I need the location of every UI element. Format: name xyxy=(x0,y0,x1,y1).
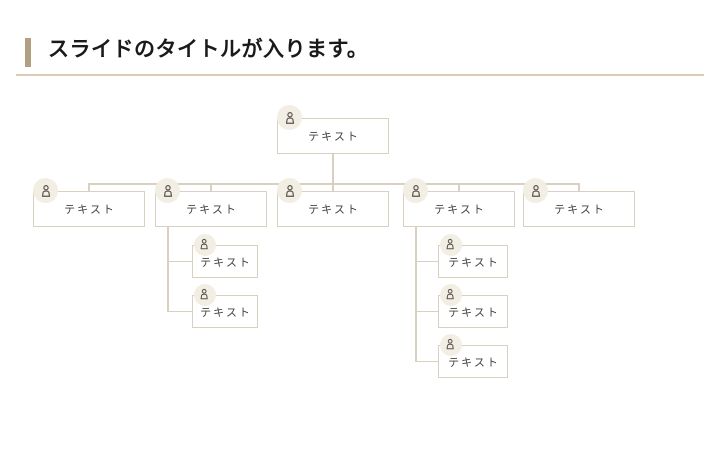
connector-child-drop xyxy=(210,183,212,191)
person-badge xyxy=(523,178,548,203)
org-node-label: テキスト xyxy=(186,204,238,216)
org-node-label: テキスト xyxy=(308,204,360,216)
person-badge xyxy=(439,233,462,256)
org-node-label: テキスト xyxy=(434,204,486,216)
title-accent-bar xyxy=(25,38,31,67)
connector-bus xyxy=(89,183,579,185)
org-node-d3[interactable]: テキスト xyxy=(438,333,508,378)
org-node-label: テキスト xyxy=(448,306,500,319)
person-badge xyxy=(277,178,302,203)
org-node-b3[interactable]: テキスト xyxy=(277,178,389,227)
org-node-root[interactable]: テキスト xyxy=(277,105,389,154)
org-node-b2[interactable]: テキスト xyxy=(155,178,267,227)
person-badge xyxy=(439,333,462,356)
person-icon xyxy=(285,184,294,197)
person-badge xyxy=(193,233,216,256)
connector-stub xyxy=(416,360,438,363)
person-icon xyxy=(163,184,172,197)
person-badge xyxy=(33,178,58,203)
person-icon xyxy=(446,339,455,350)
person-badge xyxy=(403,178,428,203)
connector-parent-drop xyxy=(332,154,334,185)
connector-child-drop xyxy=(88,183,90,191)
org-node-label: テキスト xyxy=(308,131,360,143)
org-node-b4[interactable]: テキスト xyxy=(403,178,515,227)
connector-stub xyxy=(416,260,438,263)
connector-stub xyxy=(168,260,192,263)
org-node-label: テキスト xyxy=(448,356,500,369)
person-badge xyxy=(193,283,216,306)
person-icon xyxy=(446,289,455,300)
connector-child-drop xyxy=(332,183,334,191)
connector-child-drop xyxy=(578,183,580,191)
org-node-label: テキスト xyxy=(448,256,500,269)
person-badge xyxy=(439,283,462,306)
person-icon xyxy=(411,184,420,197)
person-badge xyxy=(155,178,180,203)
org-node-b1[interactable]: テキスト xyxy=(33,178,145,227)
org-node-label: テキスト xyxy=(64,204,116,216)
title-divider xyxy=(16,74,704,76)
connector-stub xyxy=(416,310,438,313)
connector-stub xyxy=(168,310,192,313)
person-icon xyxy=(200,289,209,300)
org-node-d2[interactable]: テキスト xyxy=(438,283,508,328)
person-badge xyxy=(277,105,302,130)
org-node-c1[interactable]: テキスト xyxy=(192,233,258,278)
connector-child-drop xyxy=(458,183,460,191)
person-icon xyxy=(41,184,50,197)
org-node-c2[interactable]: テキスト xyxy=(192,283,258,328)
org-node-label: テキスト xyxy=(200,256,252,269)
connector-stem xyxy=(167,227,169,313)
org-node-d1[interactable]: テキスト xyxy=(438,233,508,278)
slide-title: スライドのタイトルが入ります。 xyxy=(48,38,369,61)
connector-stem xyxy=(415,227,417,363)
org-node-label: テキスト xyxy=(200,306,252,319)
org-node-label: テキスト xyxy=(554,204,606,216)
person-icon xyxy=(446,239,455,250)
person-icon xyxy=(285,111,294,124)
person-icon xyxy=(200,239,209,250)
person-icon xyxy=(531,184,540,197)
org-node-b5[interactable]: テキスト xyxy=(523,178,635,227)
